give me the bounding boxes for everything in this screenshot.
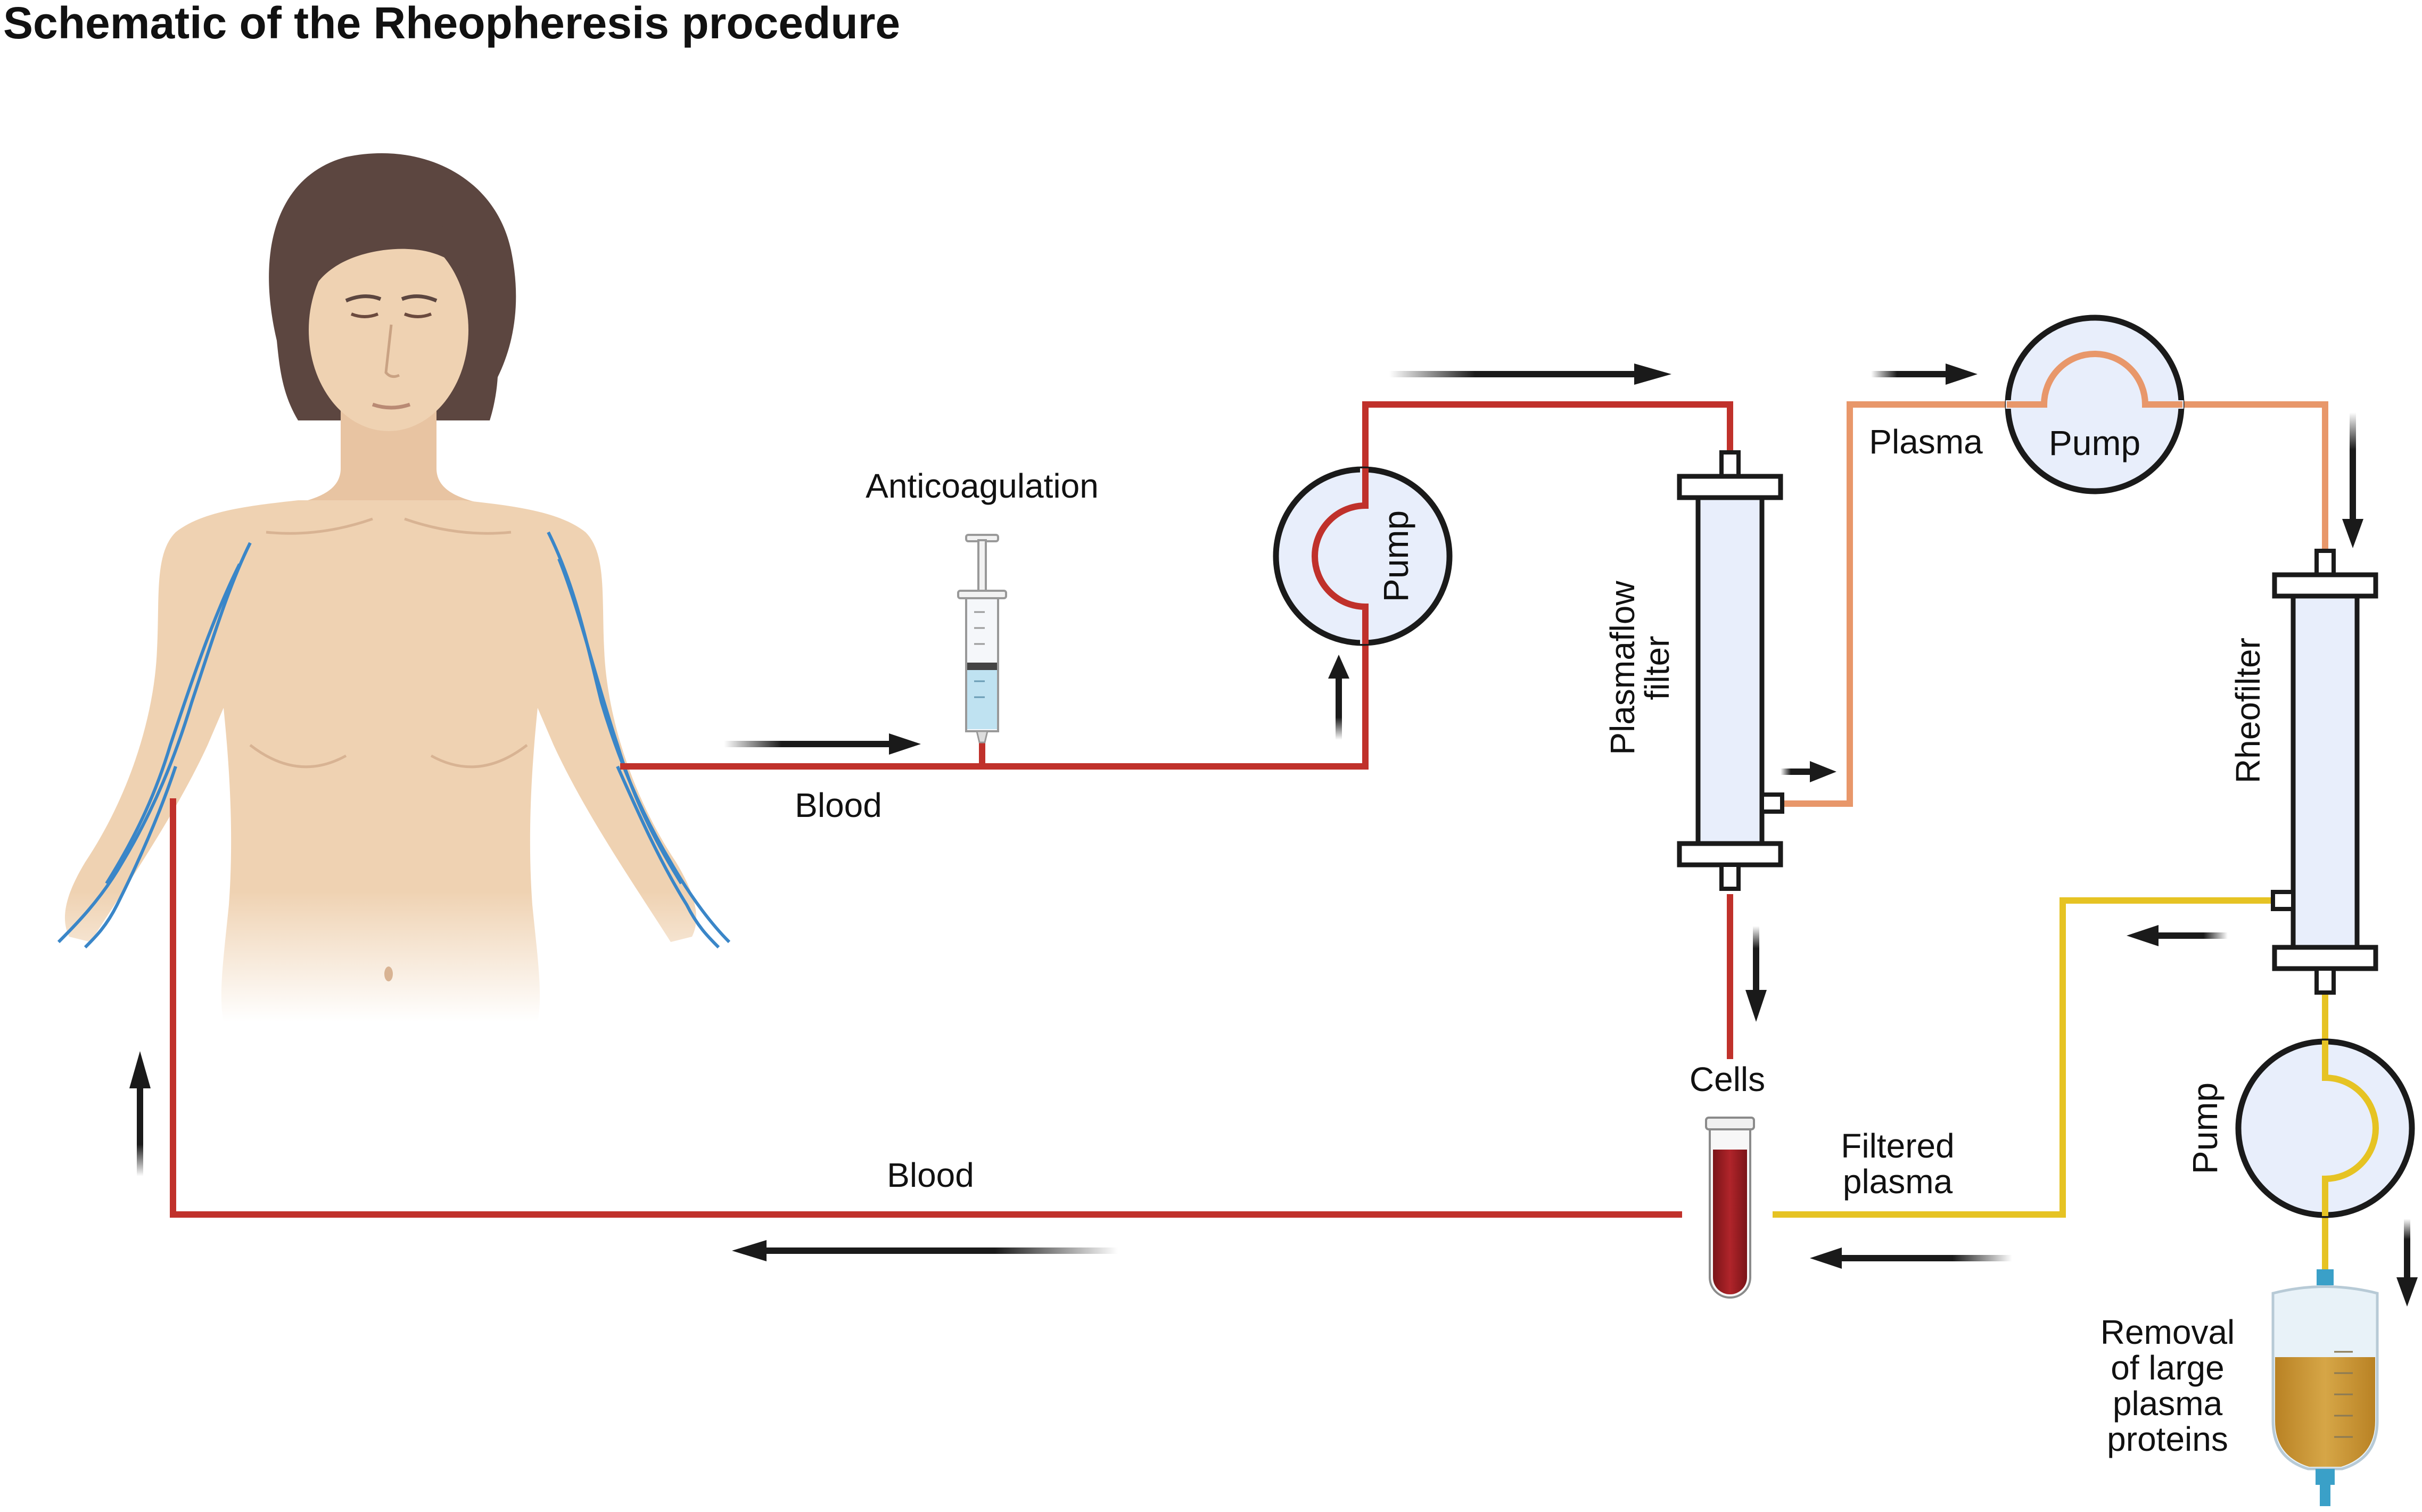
blood-return-label: Blood xyxy=(887,1156,974,1194)
flow-arrows xyxy=(129,363,2418,1307)
pump-1-label: Pump xyxy=(1376,510,1415,602)
syringe-icon xyxy=(957,534,1007,743)
blood-line-return xyxy=(170,798,1682,1218)
filtered-plasma-line xyxy=(1773,897,2285,1218)
rheofilter xyxy=(2271,549,2378,995)
blood-cells-tube-icon xyxy=(1705,1117,1755,1299)
right-arm-veins xyxy=(547,531,731,949)
plasmaflow-filter-label-line2: filter xyxy=(1638,636,1676,700)
removal-label-line4: proteins xyxy=(2107,1420,2228,1458)
left-arm-veins xyxy=(57,542,252,949)
anticoagulation-label: Anticoagulation xyxy=(866,467,1099,505)
plasma-line xyxy=(1781,401,2328,807)
pump-3: Pump xyxy=(2185,1038,2415,1218)
patient-illustration xyxy=(57,153,731,1022)
page-title: Schematic of the Rheopheresis procedure xyxy=(3,0,900,48)
pump-3-label: Pump xyxy=(2185,1083,2225,1174)
pump-1: Pump xyxy=(1273,466,1453,646)
plasma-label: Plasma xyxy=(1869,423,1983,461)
blood-out-label: Blood xyxy=(795,786,882,824)
plasmaflow-filter xyxy=(1677,450,1784,891)
plasmaflow-filter-label: Plasmaflow filter xyxy=(1603,581,1676,755)
cells-label: Cells xyxy=(1690,1060,1765,1098)
pump-2: Pump xyxy=(2005,315,2185,494)
plasma-bag-icon xyxy=(2271,1269,2379,1506)
removal-label-line2: of large xyxy=(2111,1349,2224,1387)
filtered-plasma-label-line2: plasma xyxy=(1843,1162,1953,1201)
plasmaflow-filter-label-line1: Plasmaflow xyxy=(1603,581,1642,755)
removal-label-line3: plasma xyxy=(2113,1384,2223,1423)
rheofilter-label: Rheofilter xyxy=(2229,638,2267,783)
blood-line-out xyxy=(620,401,1733,770)
filtered-plasma-label-line1: Filtered xyxy=(1841,1127,1954,1165)
removal-label-line1: Removal xyxy=(2100,1313,2235,1351)
pump-2-label: Pump xyxy=(2049,423,2140,462)
